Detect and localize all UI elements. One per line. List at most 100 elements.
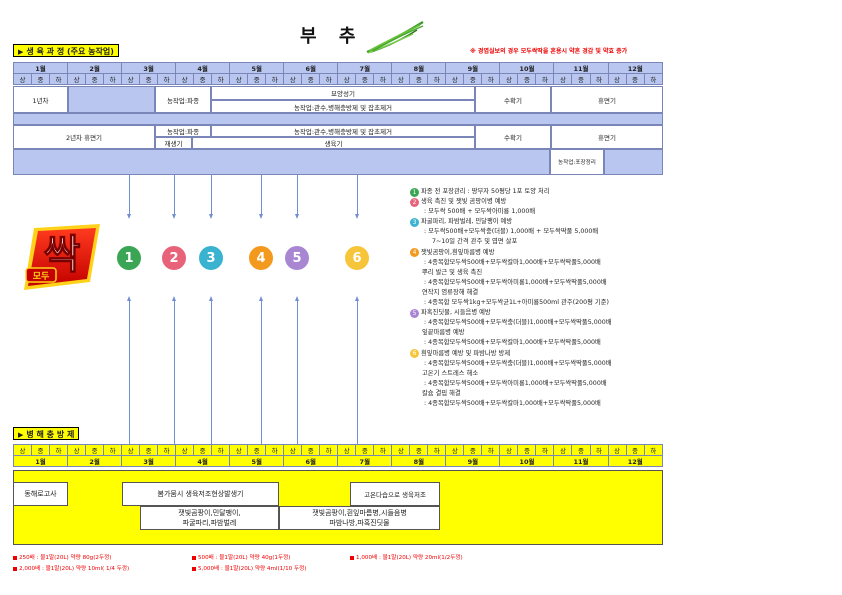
year1-sowing: 농작업:파종 [155,86,211,113]
period-cell: 상 [337,444,357,456]
legend-line: : 4종복합모두싹500배+모두싹아미룡1,000배+모두싹딱풀5,000배 [424,278,607,286]
period-cell: 하 [319,444,339,456]
dilution-note: 500배 : 물1말(20L) 약량 40g(1두껑) [192,553,290,561]
legend-heading: 파굴파리, 파밤벌레, 민달팽이 예방 [421,218,513,226]
arrow-down-icon [355,214,359,219]
period-cell: 상 [553,73,573,85]
arrow-down-icon [172,214,176,219]
period-cell: 상 [283,73,303,85]
month-cell: 1월 [12,62,69,74]
period-cell: 중 [247,444,267,456]
arrow-line [174,175,175,215]
period-cell: 중 [301,444,321,456]
arrow-line [261,300,262,444]
period-cell: 상 [12,73,33,85]
month-cell: 12월 [607,455,664,467]
month-cell: 3월 [121,455,177,467]
period-cell: 중 [463,73,483,85]
arrow-up-icon [295,296,299,301]
period-cell: 상 [67,444,87,456]
legend-number-icon: 6 [410,349,419,359]
period-cell: 상 [445,444,465,456]
period-cell: 중 [625,444,645,456]
month-cell: 11월 [553,62,609,74]
legend-line: 7~10일 간격 관주 및 엽면 살포 [432,238,518,246]
year2-harvest: 수확기 [475,125,551,149]
arrow-up-icon [209,296,213,301]
legend-number-icon: 3 [410,217,419,227]
triangle-icon: ▶ [18,431,24,439]
growth-section-label: ▶생 육 과 정 (주요 농작업) [13,44,119,57]
month-cell: 7월 [337,62,393,74]
year2-blank-end [604,149,663,175]
arrow-line [357,175,358,215]
treatment-marker: 4 [249,246,273,270]
month-cell: 8월 [391,62,447,74]
legend-line: : 4종복합모두싹500배+모두싹칼마1,000배+모두싹딱풀5,000배 [424,339,601,347]
page-title: 부 추 [300,26,364,47]
year2-work: 농작업:관수,병해충방제 및 잡초제거 [211,125,475,137]
treatment-marker: 6 [345,246,369,270]
legend-line: 뿌리 발근 및 생육 촉진 [422,268,483,276]
arrow-down-icon [127,214,131,219]
period-cell: 하 [265,444,285,456]
dilution-note: 2,000배 : 물1말(20L) 약량 10ml( 1/4 두껑) [13,564,129,572]
period-cell: 중 [517,444,537,456]
year2-rest: 휴면기 [551,125,663,149]
period-cell: 중 [31,444,51,456]
period-cell: 하 [211,73,231,85]
month-cell: 6월 [283,62,339,74]
year2-blank [13,149,550,175]
period-cell: 상 [121,444,141,456]
arrow-line [211,175,212,215]
period-cell: 하 [157,73,177,85]
month-cell: 10월 [499,62,555,74]
period-cell: 하 [427,73,447,85]
month-cell: 8월 [391,455,447,467]
arrow-down-icon [209,214,213,219]
period-cell: 상 [445,73,465,85]
month-cell: 5월 [229,455,285,467]
period-cell: 하 [103,444,123,456]
period-cell: 하 [157,444,177,456]
arrow-line [261,175,262,215]
arrow-up-icon [355,296,359,301]
period-cell: 중 [85,444,105,456]
period-cell: 하 [319,73,339,85]
period-cell: 상 [283,444,303,456]
period-cell: 하 [49,444,69,456]
treatment-marker: 5 [285,246,309,270]
month-cell: 7월 [337,455,393,467]
pest-spring-list: 잿빛곰팡이,민달팽이,파굴파리,파밤벌레 [140,506,279,530]
period-cell: 상 [337,73,357,85]
legend-heading: 생육 촉진 및 잿빛 곰팡이병 예방 [421,198,507,206]
year2-cleanup: 농작업:포장정리 [550,149,604,175]
month-cell: 12월 [607,62,664,74]
legend-line: : 4종복합모두싹500배+모두싹충(더블)1,000배+모두싹딱풀5,000배 [424,319,612,327]
period-cell: 상 [229,73,249,85]
period-cell: 하 [481,73,501,85]
legend-heading: 파혹진딧물, 시들음병 예방 [421,309,491,317]
period-cell: 하 [589,444,609,456]
arrow-line [357,300,358,444]
legend-number-icon: 1 [410,187,419,197]
legend-line: : 4종복합모두싹500배+모두싹칼마1,000배+모두싹딱풀5,000배 [424,258,601,266]
year1-blank [68,86,155,113]
year1-work: 농작업:관수,병해충방제 및 잡초제거 [211,100,475,113]
period-cell: 중 [571,444,591,456]
month-cell: 4월 [175,62,231,74]
period-cell: 상 [607,73,627,85]
period-cell: 상 [499,444,519,456]
month-cell: 9월 [445,455,501,467]
period-cell: 중 [409,73,429,85]
treatment-marker: 3 [199,246,223,270]
period-cell: 하 [211,444,231,456]
arrow-line [297,175,298,215]
period-cell: 상 [499,73,519,85]
period-cell: 중 [139,444,159,456]
period-cell: 상 [67,73,87,85]
period-cell: 중 [139,73,159,85]
dilution-note: 250배 : 물1말(20L) 약량 80g(2두껑) [13,553,111,561]
